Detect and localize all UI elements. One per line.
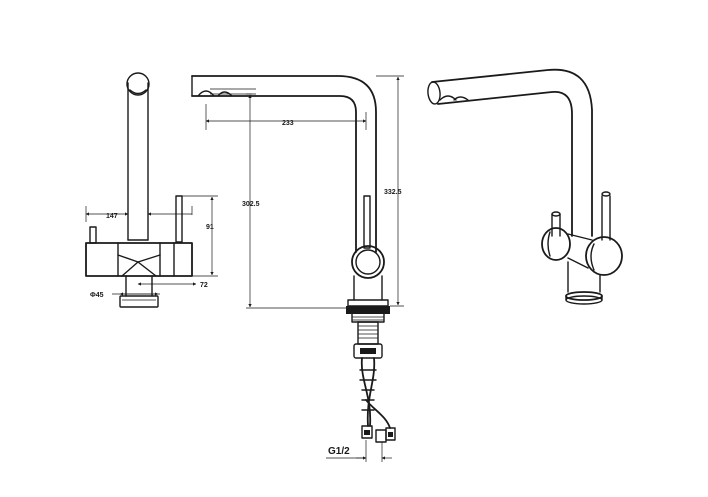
dim-lever-height-label: 91 <box>206 224 214 231</box>
dim-body-depth-label: 72 <box>200 282 208 289</box>
side-view: 147 91 72 Φ45 <box>85 72 218 308</box>
perspective-view <box>427 68 623 305</box>
dim-total-height-label: 332.5 <box>384 189 402 196</box>
dim-base-diameter-label: Φ45 <box>90 292 104 299</box>
dim-height-to-spout-label: 302.5 <box>242 201 260 208</box>
dim-spout-reach-label: 233 <box>282 120 294 127</box>
dim-side-width-label: 147 <box>106 213 118 220</box>
dim-thread-label: G1/2 <box>328 446 350 457</box>
front-view: 233 302.5 332.5 G1/2 <box>191 75 404 462</box>
